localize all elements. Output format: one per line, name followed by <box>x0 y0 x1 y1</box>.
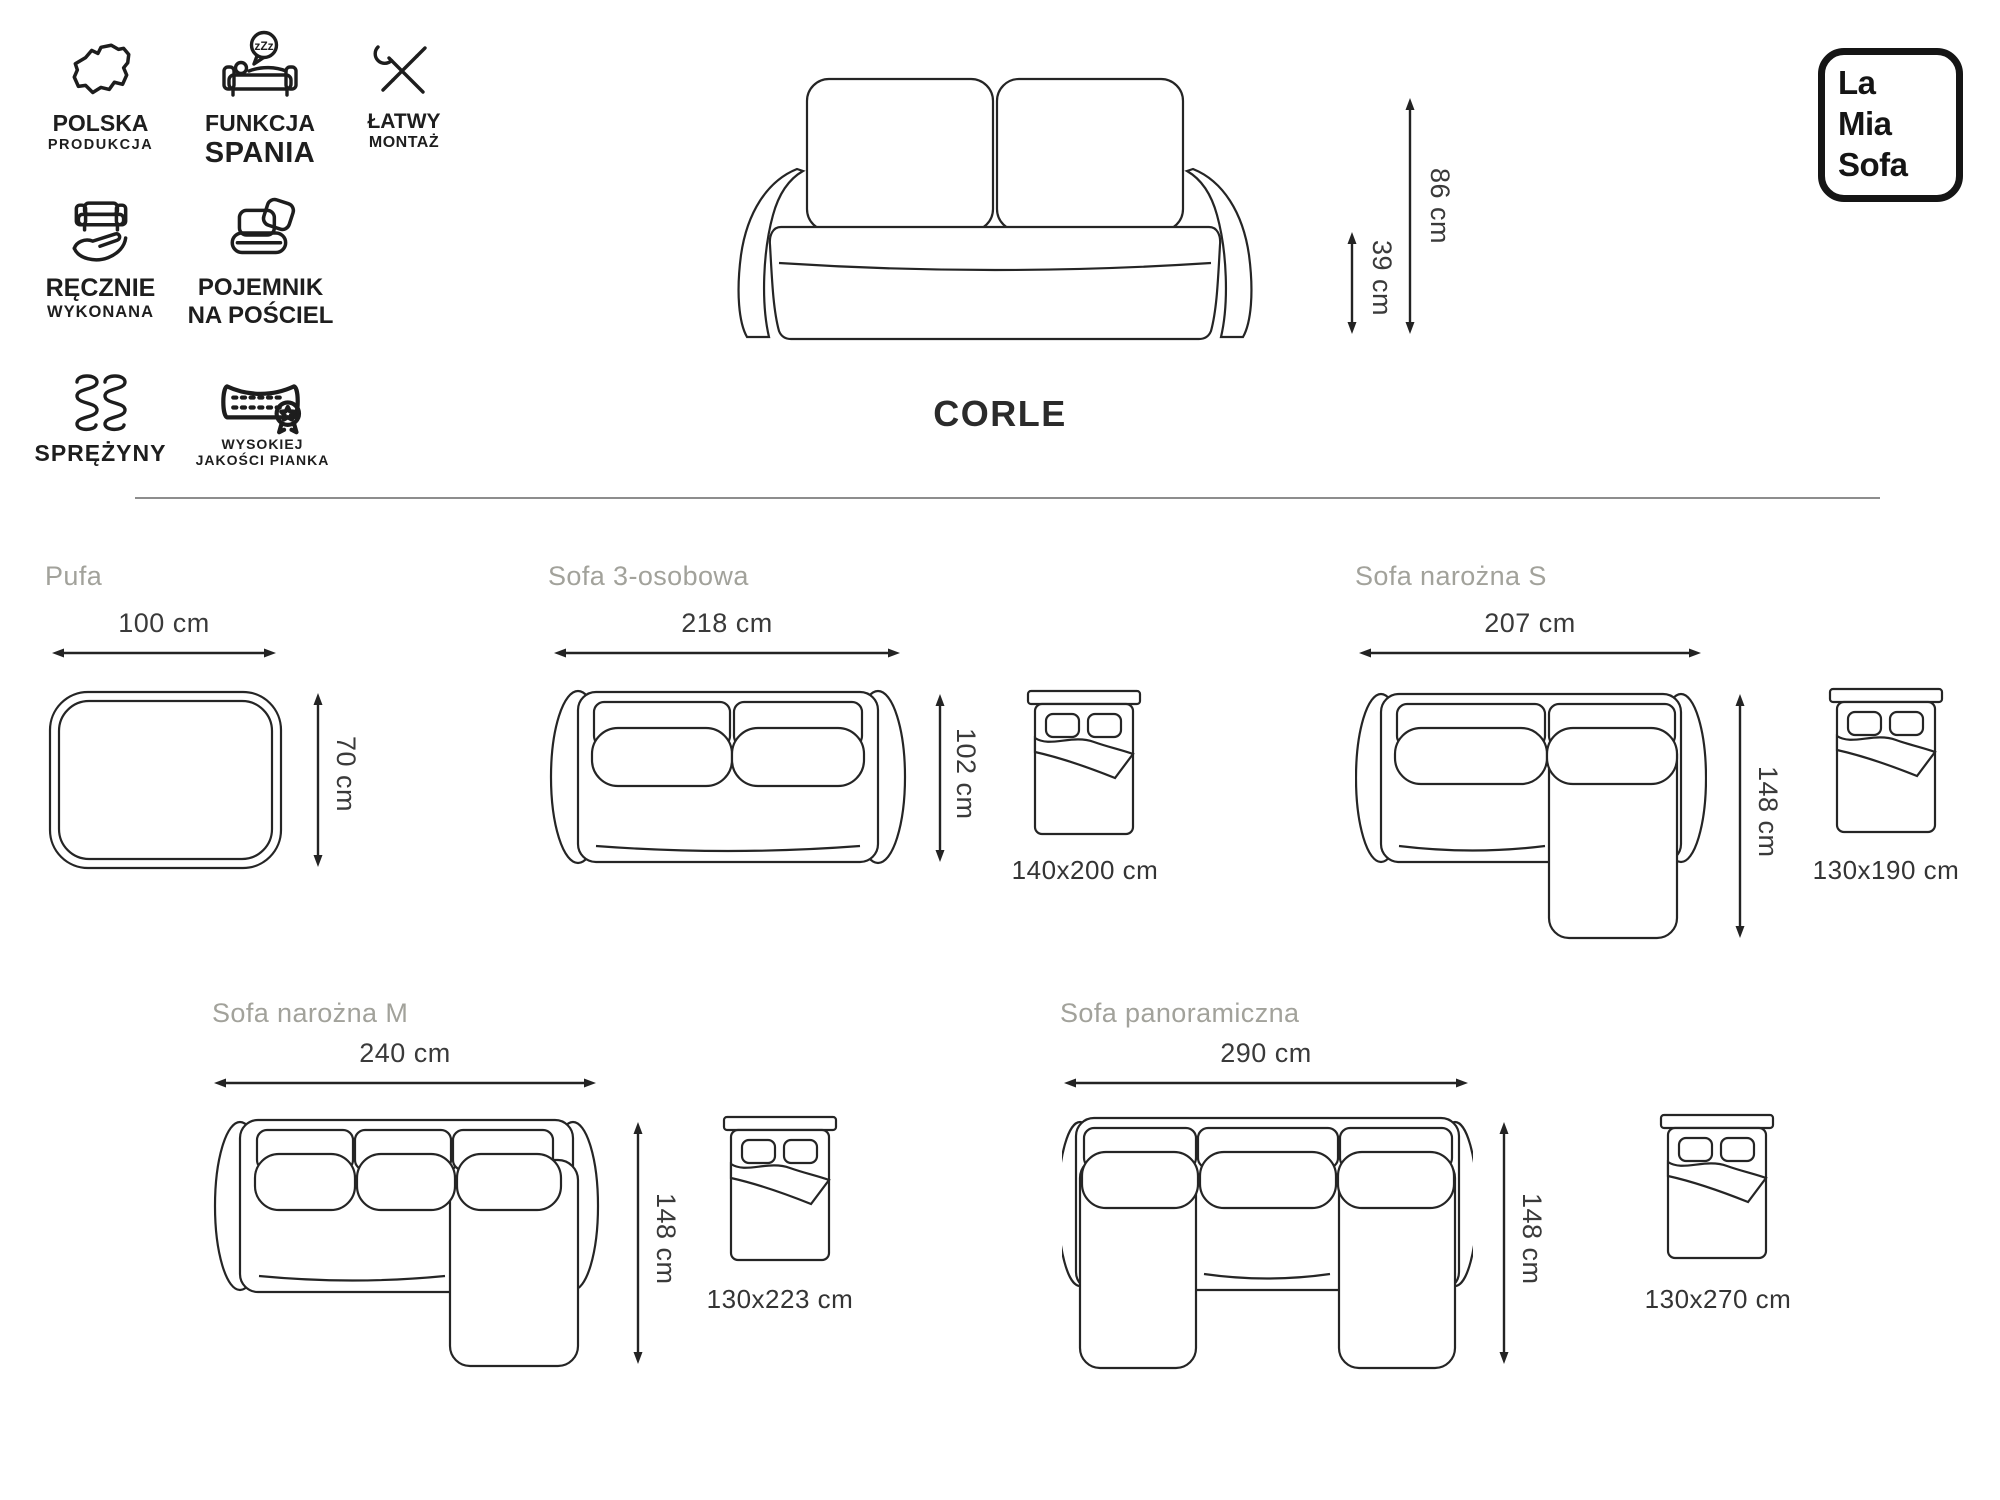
width-dimension-label: 207 cm <box>1484 608 1576 638</box>
width-arrow <box>52 648 276 658</box>
section-divider <box>135 497 1880 499</box>
width-dimension-label: 290 cm <box>1220 1038 1312 1068</box>
handmade-icon <box>72 201 127 262</box>
variant-title-sofa-narozna-s: Sofa narożna S <box>1355 561 1547 591</box>
feature-label: FUNKCJA <box>205 110 315 136</box>
feature-sublabel: NA POŚCIEL <box>187 302 334 329</box>
tools-icon <box>373 45 427 94</box>
pufa-top-view <box>48 690 283 870</box>
depth-arrow <box>1499 1122 1509 1364</box>
height-dimension-label: 86 cm <box>1425 168 1455 245</box>
feature-funkcja-spania: zZz FUNKCJA SPANIA <box>180 30 340 170</box>
sleeping-function-icon: zZz <box>222 30 298 97</box>
brand-logo-line: Mia <box>1838 105 1892 142</box>
bed-size-label: 130x190 cm <box>1812 855 1960 885</box>
feature-label: WYSOKIEJ <box>221 436 304 452</box>
feature-sprezyny: SPRĘŻYNY <box>28 368 173 467</box>
bed-icon <box>1026 689 1142 836</box>
width-arrow <box>214 1078 596 1088</box>
seat-height-arrow-39 <box>1347 232 1357 334</box>
feature-sublabel: JAKOŚCI PIANKA <box>195 452 330 468</box>
depth-dimension-label: 148 cm <box>651 1193 681 1285</box>
feature-sublabel: MONTAŻ <box>368 134 440 151</box>
width-arrow <box>1064 1078 1468 1088</box>
sofa-panoramiczna-top-view <box>1062 1116 1473 1370</box>
feature-latwy-montaz: ŁATWY MONTAŻ <box>348 36 460 152</box>
variant-title-sofa-panoramiczna: Sofa panoramiczna <box>1060 998 1300 1028</box>
feature-label: ŁATWY <box>367 110 441 133</box>
feature-label: SPRĘŻYNY <box>34 440 167 466</box>
brand-logo: La Mia Sofa <box>1818 48 1963 202</box>
width-dimension-label: 100 cm <box>118 608 210 638</box>
bed-icon <box>1659 1113 1775 1260</box>
feature-pojemnik-na-posciel: POJEMNIK NA POŚCIEL <box>178 196 343 330</box>
feature-label: POLSKA <box>52 110 149 136</box>
bed-size-label: 140x200 cm <box>1011 855 1159 885</box>
feature-label: POJEMNIK <box>197 274 324 301</box>
bedding-storage-icon <box>230 197 295 255</box>
hero-sofa-front-view <box>737 77 1253 341</box>
width-arrow <box>554 648 900 658</box>
width-dimension-label: 240 cm <box>359 1038 451 1068</box>
depth-arrow <box>633 1122 643 1364</box>
variant-title-sofa-3-osobowa: Sofa 3-osobowa <box>548 561 749 591</box>
feature-sublabel: SPANIA <box>204 137 316 169</box>
feature-wysokiej-jakosci-pianka: WYSOKIEJ JAKOŚCI PIANKA <box>170 374 355 468</box>
seat-height-dimension-label: 39 cm <box>1367 240 1397 317</box>
bed-icon <box>1828 687 1944 834</box>
poland-map-icon <box>72 43 130 95</box>
depth-dimension-label: 102 cm <box>951 728 981 820</box>
product-name: CORLE <box>933 393 1067 434</box>
height-arrow-86 <box>1405 98 1415 334</box>
depth-dimension-label: 70 cm <box>331 736 361 813</box>
variant-title-pufa: Pufa <box>45 561 103 591</box>
depth-arrow <box>1735 694 1745 938</box>
sofa-narozna-s-top-view <box>1355 692 1707 940</box>
sofa-3-osobowa-top-view <box>549 689 907 865</box>
depth-arrow <box>313 693 323 867</box>
bed-size-label: 130x223 cm <box>706 1284 854 1314</box>
depth-dimension-label: 148 cm <box>1753 766 1783 858</box>
feature-recznie-wykonana: RĘCZNIE WYKONANA <box>28 198 173 322</box>
width-dimension-label: 218 cm <box>681 608 773 638</box>
depth-arrow <box>935 694 945 862</box>
bed-size-label: 130x270 cm <box>1644 1284 1792 1314</box>
feature-sublabel: WYKONANA <box>47 303 154 321</box>
feature-label: RĘCZNIE <box>45 274 156 302</box>
variant-title-sofa-narozna-m: Sofa narożna M <box>212 998 409 1028</box>
brand-logo-line: Sofa <box>1838 146 1908 183</box>
depth-dimension-label: 148 cm <box>1517 1193 1547 1285</box>
foam-quality-icon <box>220 384 301 435</box>
feature-polska-produkcja: POLSKA PRODUKCJA <box>28 36 173 153</box>
feature-sublabel: PRODUKCJA <box>47 137 154 153</box>
width-arrow <box>1359 648 1701 658</box>
sofa-narozna-m-top-view <box>213 1118 600 1368</box>
springs-icon <box>74 374 127 432</box>
brand-logo-line: La <box>1838 64 1876 101</box>
svg-text:zZz: zZz <box>254 39 273 53</box>
bed-icon <box>722 1115 838 1262</box>
